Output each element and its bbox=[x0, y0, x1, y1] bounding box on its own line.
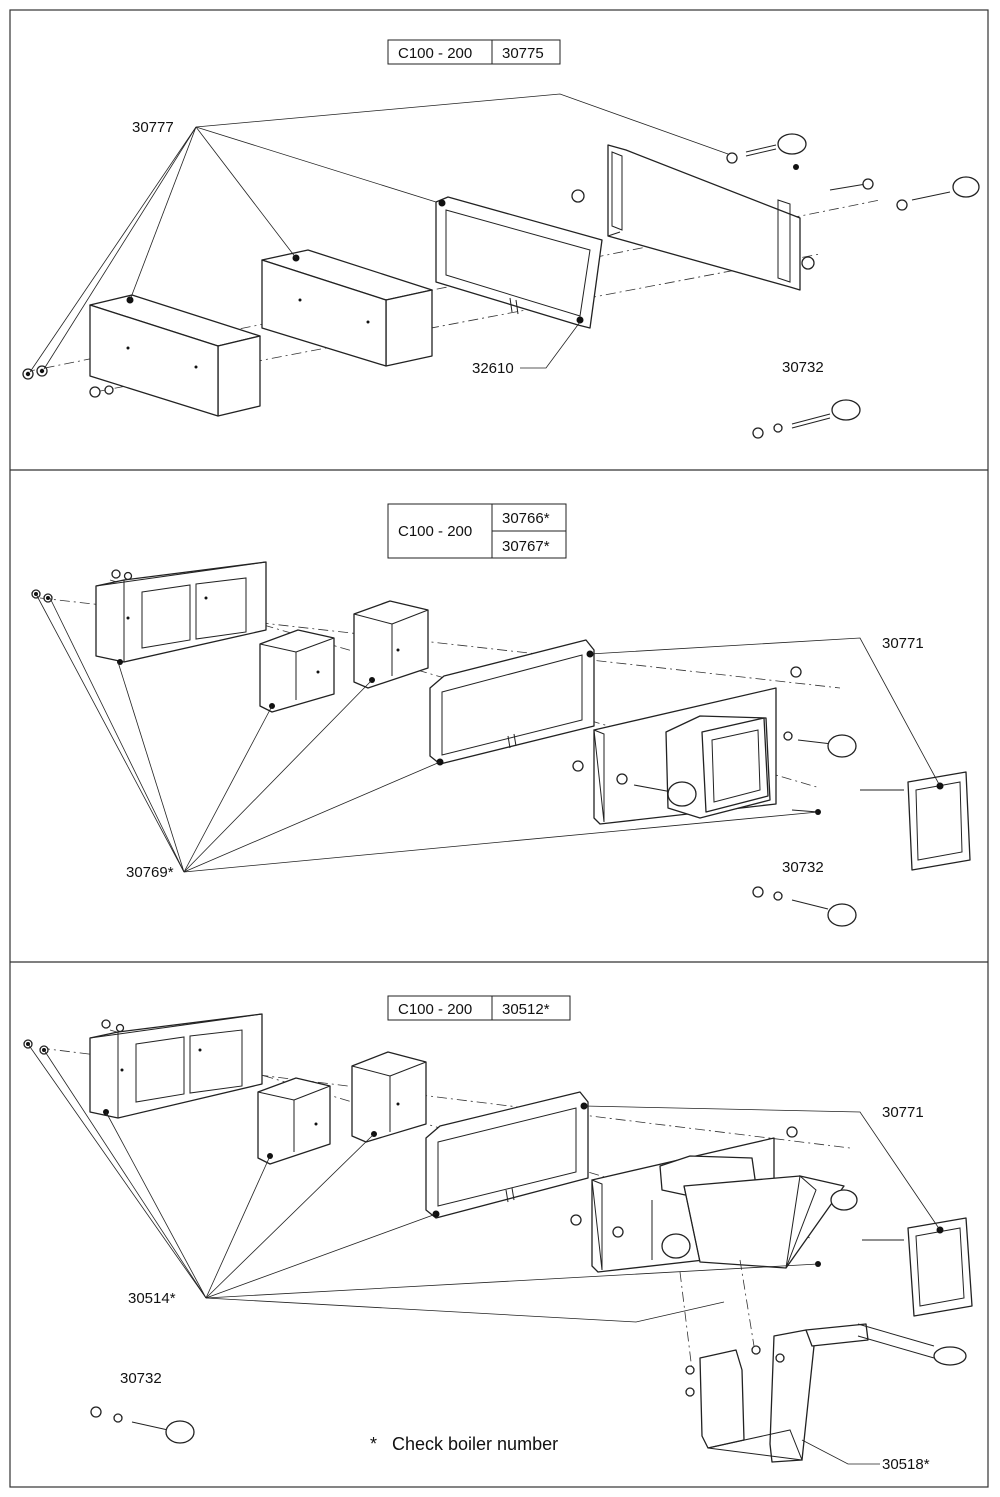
panel-2-model: C100 - 200 bbox=[398, 523, 472, 540]
panel-3-mounting-plate bbox=[570, 1126, 845, 1273]
panel-3-gasket-frame bbox=[425, 1091, 589, 1219]
panel-1-knob-kit bbox=[752, 399, 861, 439]
panel-2-insulation-block-right bbox=[353, 600, 429, 689]
panel-2-label-knob-kit: 30732 bbox=[782, 859, 824, 876]
footnote-star: * bbox=[370, 1434, 377, 1454]
panel-3-long-bolt bbox=[815, 1239, 904, 1267]
panel-1-gasket-frame bbox=[435, 196, 603, 329]
panel-2-insulation-block-left bbox=[259, 629, 335, 713]
panel-3-label-insulation: 30514* bbox=[128, 1290, 176, 1307]
panel-3-bracket-assembly bbox=[679, 1259, 967, 1463]
panel-1-label-gasket: 32610 bbox=[472, 360, 514, 377]
panel-1-header-table: C100 - 200 30775 bbox=[387, 39, 561, 65]
panel-2-code-a: 30766* bbox=[502, 510, 550, 527]
panel-3-label-bracket: 30518* bbox=[882, 1456, 930, 1473]
panel-1-insulation-block bbox=[261, 249, 433, 367]
panel-3-small-gasket bbox=[907, 1217, 973, 1317]
panel-1-label-knob-kit: 30732 bbox=[782, 359, 824, 376]
panel-1-mounting-plate bbox=[571, 144, 815, 291]
panel-3-leaders bbox=[27, 1043, 941, 1465]
panel-1-leaders bbox=[29, 93, 729, 373]
panel-3: C100 - 200 30512* bbox=[23, 995, 973, 1473]
panel-3-header-table: C100 - 200 30512* bbox=[387, 995, 571, 1021]
panel-3-code: 30512* bbox=[502, 1001, 550, 1018]
panel-3-knob-right bbox=[830, 1189, 858, 1211]
panel-3-knob-front bbox=[661, 1233, 691, 1259]
panel-2: C100 - 200 30766* 30767* bbox=[31, 503, 971, 927]
panel-1-code: 30775 bbox=[502, 45, 544, 62]
panel-2-code-b: 30767* bbox=[502, 538, 550, 555]
panel-2-knob-right bbox=[797, 734, 857, 758]
panel-2-gasket-frame bbox=[429, 639, 595, 766]
panel-1-front-cover bbox=[89, 294, 261, 417]
panel-3-insulation-block-left bbox=[257, 1077, 331, 1165]
panel-3-model: C100 - 200 bbox=[398, 1001, 472, 1018]
panel-2-small-gasket bbox=[907, 771, 971, 871]
panel-3-knob-kit bbox=[90, 1406, 195, 1444]
panel-3-nut-set bbox=[23, 1019, 125, 1055]
panel-2-leaders bbox=[35, 593, 941, 873]
panel-2-label-insulation: 30769* bbox=[126, 864, 174, 881]
panel-2-label-gasket: 30771 bbox=[882, 635, 924, 652]
sheet-border bbox=[9, 9, 989, 1488]
panel-3-label-knob-kit: 30732 bbox=[120, 1370, 162, 1387]
panel-2-header-table: C100 - 200 30766* 30767* bbox=[387, 503, 567, 559]
panel-1-knob-upper bbox=[726, 133, 807, 170]
panel-3-insulation-block-right bbox=[351, 1051, 427, 1143]
panel-2-front-cover bbox=[95, 561, 267, 665]
panel-3-axis-upper bbox=[39, 1047, 851, 1149]
footnote-text: Check boiler number bbox=[392, 1434, 558, 1454]
panel-2-long-bolt bbox=[791, 789, 904, 815]
footnote: * Check boiler number bbox=[370, 1434, 558, 1454]
panel-3-front-cover bbox=[89, 1013, 263, 1119]
panel-1-label-front-cover: 30777 bbox=[132, 119, 174, 136]
panel-2-knob-front bbox=[633, 781, 697, 807]
panel-3-label-gasket: 30771 bbox=[882, 1104, 924, 1121]
panel-1-knob-right bbox=[829, 176, 980, 211]
panel-1: C100 - 200 30775 bbox=[22, 39, 980, 439]
panel-2-knob-kit bbox=[752, 886, 857, 927]
panel-1-model: C100 - 200 bbox=[398, 45, 472, 62]
